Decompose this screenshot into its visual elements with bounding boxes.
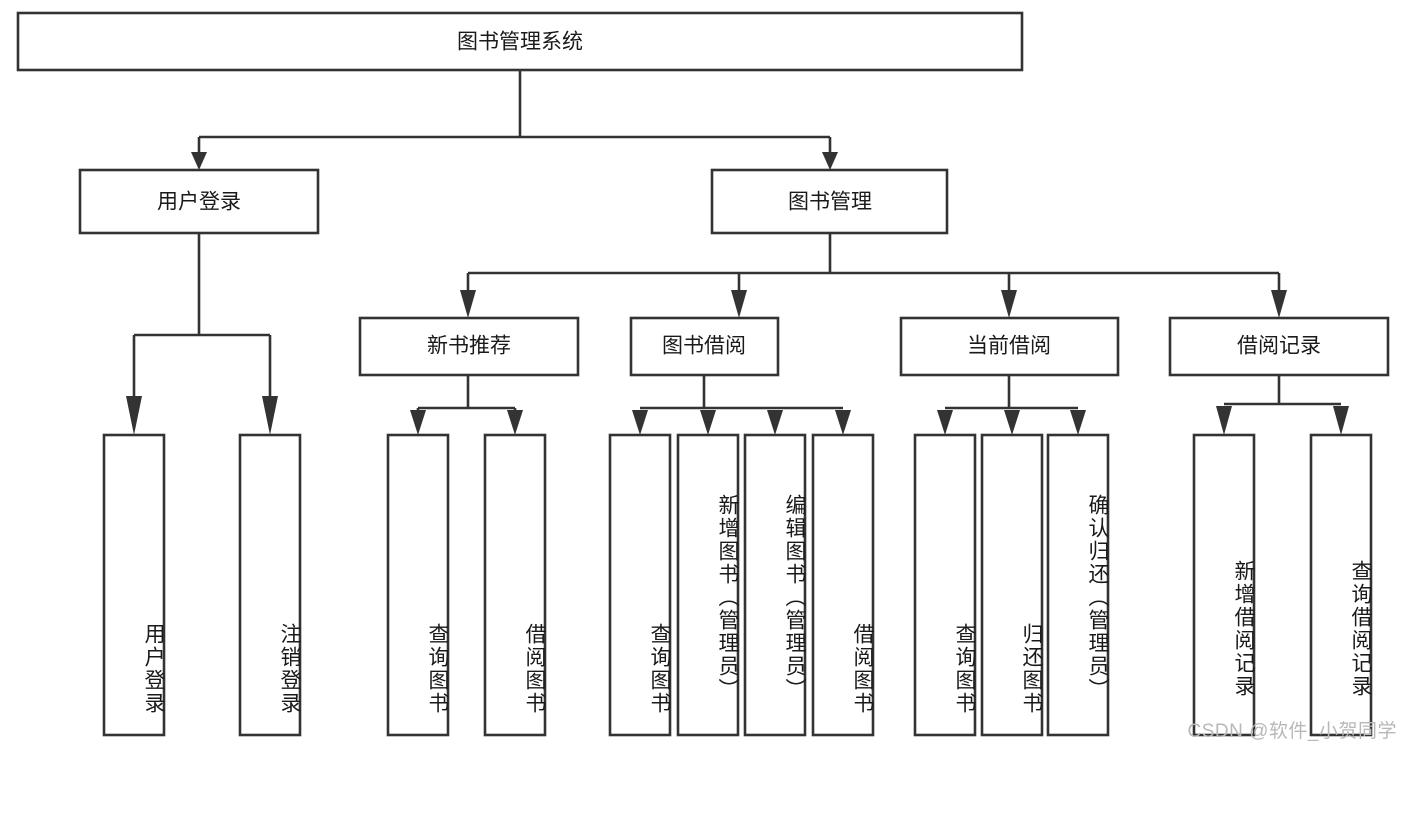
arrowhead-level3-1 [731, 290, 747, 318]
node-leaf-recommend-1[interactable] [483, 433, 547, 737]
node-leaf-borrow-3[interactable] [811, 433, 875, 737]
csdn-watermark: CSDN @软件_小贺同学 [1187, 721, 1397, 742]
node-user-login[interactable] [78, 168, 320, 235]
arrowhead-user-login [191, 152, 207, 170]
arrowhead-user-login-child-1 [262, 396, 278, 435]
org-chart-svg: 图书管理系统 用户登录 图书管理 新书推荐 图书借阅 当前借阅 借阅记录 [16, 11, 1390, 737]
node-leaf-user-login-0[interactable] [102, 433, 166, 737]
arrowhead-current-child-0 [937, 410, 953, 435]
arrowhead-borrow-child-0 [632, 410, 648, 435]
arrowhead-record-child-1 [1333, 406, 1349, 435]
node-borrow-record[interactable] [1168, 316, 1390, 377]
nodes-layer: 图书管理系统 用户登录 图书管理 新书推荐 图书借阅 当前借阅 借阅记录 [16, 11, 1390, 737]
arrowhead-recommend-child-0 [410, 410, 426, 435]
node-book-management-label: 图书管理 [788, 191, 872, 214]
node-user-login-label: 用户登录 [157, 191, 241, 214]
arrowhead-user-login-child-0 [126, 396, 142, 435]
node-new-book-recommend[interactable] [358, 316, 580, 377]
node-leaf-record-1[interactable] [1309, 433, 1373, 737]
node-root-label: 图书管理系统 [457, 31, 583, 54]
arrowhead-level3-3 [1271, 290, 1287, 318]
node-leaf-current-1[interactable] [980, 433, 1044, 737]
arrowhead-record-child-0 [1216, 406, 1232, 435]
arrowhead-current-child-1 [1004, 410, 1020, 435]
connectors-layer [126, 70, 1349, 435]
node-leaf-recommend-0[interactable] [386, 433, 450, 737]
arrowhead-level3-2 [1001, 290, 1017, 318]
node-current-borrow-label: 当前借阅 [967, 335, 1051, 358]
node-new-book-recommend-label: 新书推荐 [427, 335, 511, 358]
node-book-management[interactable] [710, 168, 949, 235]
node-leaf-user-login-1[interactable] [238, 433, 302, 737]
node-leaf-borrow-0[interactable] [608, 433, 672, 737]
node-root-book-management-system[interactable] [16, 11, 1024, 72]
diagram-canvas-root: 图书管理系统 用户登录 图书管理 新书推荐 图书借阅 当前借阅 借阅记录 [16, 11, 1397, 742]
node-leaf-record-0[interactable] [1192, 433, 1256, 737]
arrowhead-level3-0 [460, 290, 476, 318]
arrowhead-borrow-child-2 [767, 410, 783, 435]
arrowhead-recommend-child-1 [507, 410, 523, 435]
node-leaf-current-2[interactable] [1046, 433, 1110, 737]
arrowhead-borrow-child-3 [835, 410, 851, 435]
arrowhead-borrow-child-1 [700, 410, 716, 435]
node-leaf-current-0[interactable] [913, 433, 977, 737]
arrowhead-book-manage [822, 152, 838, 170]
node-book-borrow-label: 图书借阅 [662, 335, 746, 358]
node-leaf-borrow-1[interactable] [676, 433, 740, 737]
arrowhead-current-child-2 [1070, 410, 1086, 435]
node-borrow-record-label: 借阅记录 [1237, 335, 1321, 358]
node-leaf-borrow-2[interactable] [743, 433, 807, 737]
node-current-borrow[interactable] [899, 316, 1120, 377]
node-book-borrow[interactable] [629, 316, 780, 377]
